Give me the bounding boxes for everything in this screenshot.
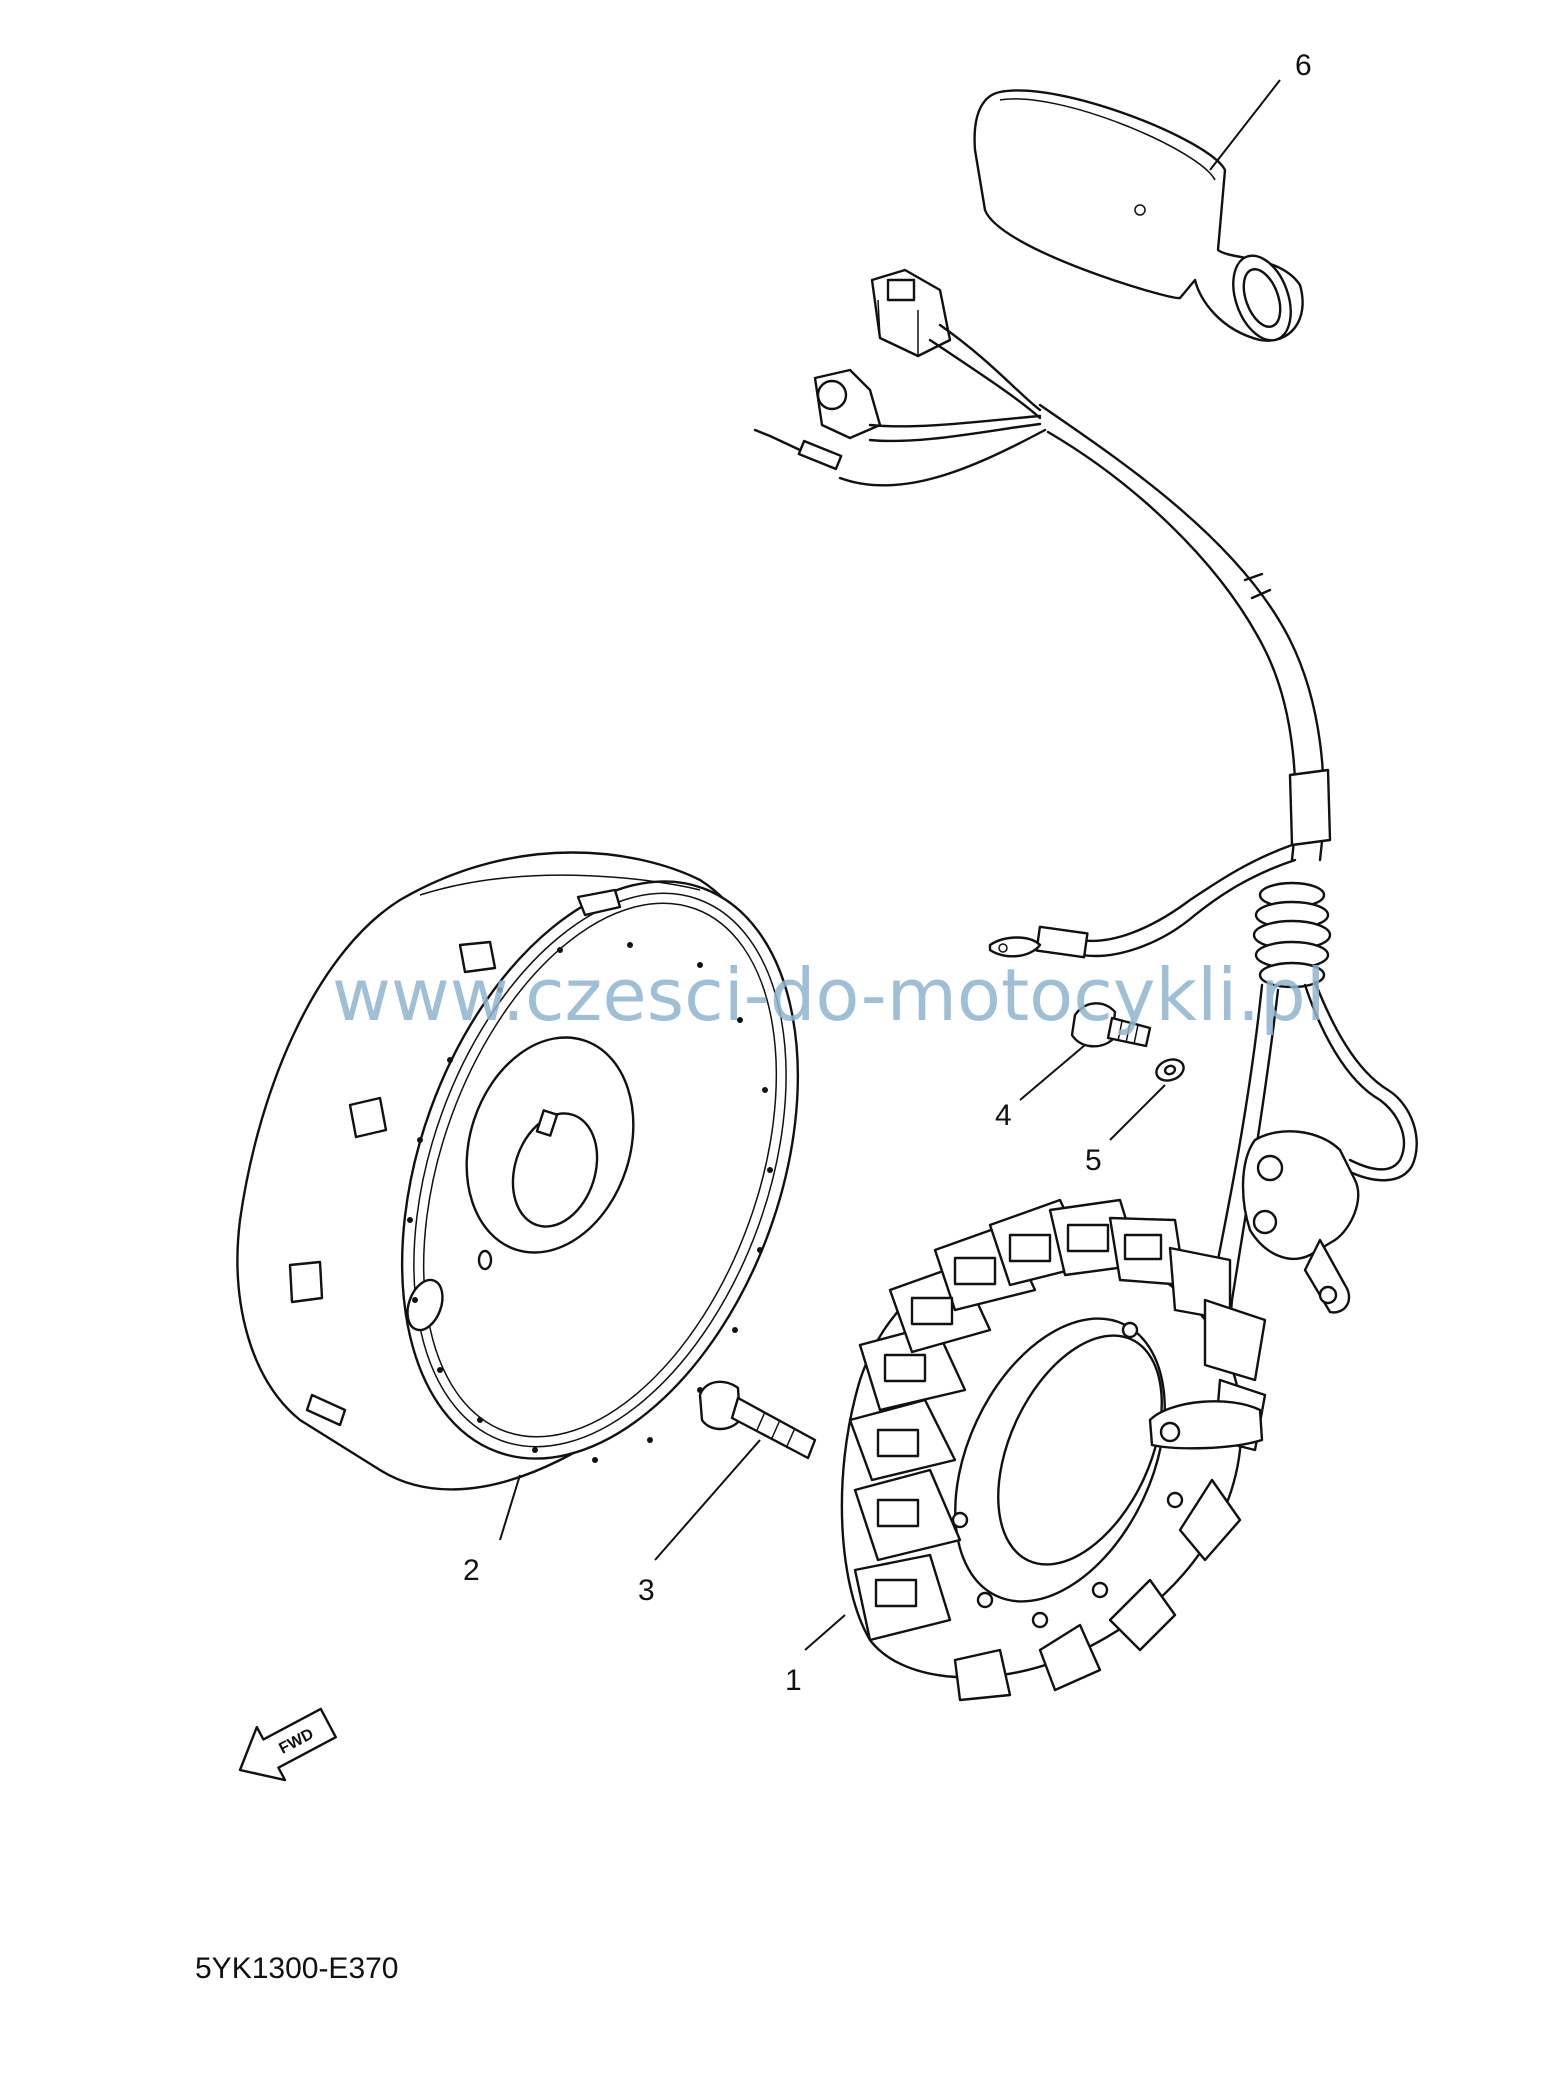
stator-bolt-part	[698, 1380, 817, 1460]
callout-1: 1	[785, 1664, 802, 1697]
leader-lines	[499, 79, 1281, 1651]
cap-part	[973, 89, 1304, 342]
rotor-part	[236, 851, 800, 1491]
stator-part	[840, 1198, 1267, 1702]
callout-numbers: 6 4 5 2 3 1	[463, 49, 1312, 1697]
coil-windings	[874, 1223, 1163, 1608]
pickup-bolt-part	[1070, 1002, 1152, 1048]
rim-dots	[407, 942, 773, 1463]
pickup-coil	[1241, 1130, 1360, 1314]
washer-part	[1155, 1058, 1185, 1082]
grommet	[1252, 881, 1332, 989]
callout-6: 6	[1295, 49, 1312, 82]
callout-3: 3	[638, 1574, 655, 1607]
callout-4: 4	[995, 1099, 1012, 1132]
fwd-arrow-icon: FWD	[238, 1707, 338, 1782]
callout-5: 5	[1085, 1144, 1102, 1177]
watermark: www.czesci-do-motocykli.pl	[332, 953, 1326, 1037]
diagram-code: 5YK1300-E370	[195, 1952, 399, 1985]
callout-2: 2	[463, 1554, 480, 1587]
